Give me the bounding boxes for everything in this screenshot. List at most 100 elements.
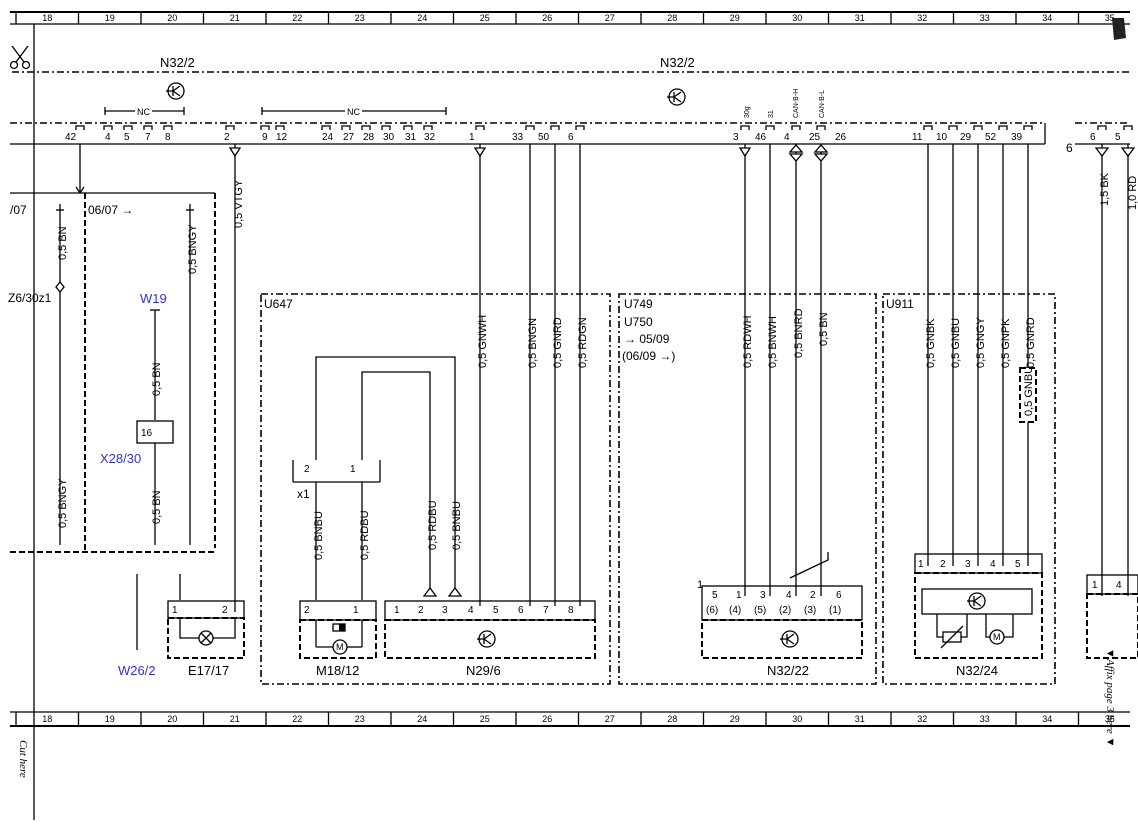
svg-text:3: 3 <box>965 559 971 570</box>
pin-contact <box>740 125 750 130</box>
svg-text:(5): (5) <box>754 605 766 616</box>
date-label: → 05/09 <box>624 332 670 346</box>
svg-text:2: 2 <box>940 559 946 570</box>
wire-label: 0,5 RDBU <box>359 510 371 560</box>
grid-column-number: 23 <box>355 714 365 724</box>
grid-column-number: 29 <box>730 714 740 724</box>
ground-label-w19: W19 <box>140 291 167 306</box>
svg-text:5: 5 <box>124 132 130 143</box>
component-label-m18-12: M18/12 <box>316 663 359 678</box>
grid-column-number: 22 <box>292 13 302 23</box>
svg-text:1: 1 <box>350 464 356 475</box>
pin-contact <box>143 125 153 130</box>
pin-contact <box>816 125 826 130</box>
pin-contact <box>1023 125 1033 130</box>
svg-text:1: 1 <box>353 605 359 616</box>
svg-text:4: 4 <box>468 605 474 616</box>
svg-text:CAN-B-L: CAN-B-L <box>819 90 826 118</box>
wire-label: 0,5 GNBU <box>950 318 962 368</box>
pin-contact <box>361 125 371 130</box>
n32-24-control-unit <box>914 572 1043 659</box>
svg-text:(4): (4) <box>729 605 741 616</box>
grid-column-number: 25 <box>480 13 490 23</box>
date-label: 06/07 → <box>88 203 133 217</box>
grid-column-number: 23 <box>355 13 365 23</box>
wire-label: 0,5 BNBU <box>313 511 325 560</box>
wire-label: 0,5 BN <box>818 312 830 346</box>
svg-text:1: 1 <box>1092 580 1098 591</box>
component-label-n29-6: N29/6 <box>466 663 501 678</box>
connector-label-x28-30: X28/30 <box>100 451 141 466</box>
component-label-e17-17: E17/17 <box>188 663 229 678</box>
wire-label: 0,5 BNBU <box>451 501 463 550</box>
svg-text:5: 5 <box>493 605 499 616</box>
grid-column-number: 27 <box>605 714 615 724</box>
svg-text:32: 32 <box>424 132 436 143</box>
svg-text:29: 29 <box>960 132 972 143</box>
date-label-left: /07 <box>10 203 27 217</box>
pin-contacts <box>75 125 1133 130</box>
connector-pins: 42 4 5 7 8 2 9 12 24 27 28 30 31 32 1 33… <box>65 89 1121 155</box>
svg-text:5: 5 <box>1015 559 1021 570</box>
pin-contact <box>1123 125 1133 130</box>
svg-text:39: 39 <box>1011 132 1023 143</box>
svg-text:6: 6 <box>518 605 524 616</box>
svg-text:1: 1 <box>918 559 924 570</box>
date-label: (06/09 →) <box>622 349 675 363</box>
u911-variant-box <box>882 293 1056 685</box>
pin-contact <box>765 125 775 130</box>
svg-text:6: 6 <box>836 590 842 601</box>
svg-text:8: 8 <box>568 605 574 616</box>
scissors-icon <box>9 45 31 70</box>
svg-text:(2): (2) <box>779 605 791 616</box>
cut-here-label: Cut here <box>17 740 29 778</box>
grid-column-number: 34 <box>1042 13 1052 23</box>
grid-column-number: 33 <box>980 13 990 23</box>
wire-label: 0,5 GNPK <box>1000 318 1012 368</box>
svg-text:10: 10 <box>936 132 948 143</box>
wire-label: 0,5 BN <box>151 362 163 396</box>
svg-text:2: 2 <box>304 464 310 475</box>
variant-label-u647: U647 <box>264 297 293 311</box>
grid-column-number: 21 <box>230 13 240 23</box>
svg-text:(1): (1) <box>829 605 841 616</box>
wire-label: 0,5 GNBU <box>1023 366 1035 416</box>
component-label-n32-24: N32/24 <box>956 663 998 678</box>
svg-text:2: 2 <box>810 590 816 601</box>
pin-contact <box>998 125 1008 130</box>
pin-contact <box>341 125 351 130</box>
grid-column-number: 20 <box>167 13 177 23</box>
grid-column-number: 28 <box>667 714 677 724</box>
grid-column-number: 34 <box>1042 714 1052 724</box>
ref-number: 1 <box>697 579 703 591</box>
grid-column-number: 25 <box>480 714 490 724</box>
wire-label: 1,0 RD <box>1127 176 1138 210</box>
svg-text:2: 2 <box>224 132 230 143</box>
svg-text:(3): (3) <box>804 605 816 616</box>
svg-text:30: 30 <box>383 132 395 143</box>
svg-text:30g: 30g <box>744 106 751 118</box>
grid-column-number: 30 <box>792 714 802 724</box>
grid-column-number: 26 <box>542 714 552 724</box>
pin-contact <box>260 125 270 130</box>
svg-text:4: 4 <box>784 132 790 143</box>
wire-label: 0,5 BNRD <box>793 308 805 358</box>
svg-text:7: 7 <box>543 605 549 616</box>
n32-2-label-left: N32/2 <box>160 55 195 70</box>
wire-label: 0,5 RDBU <box>427 500 439 550</box>
svg-text:28: 28 <box>363 132 375 143</box>
svg-text:24: 24 <box>322 132 334 143</box>
svg-text:1: 1 <box>736 590 742 601</box>
variant-label-u749: U749 <box>624 297 653 311</box>
wire-label: 0,5 GNRD <box>552 317 564 368</box>
svg-text:26: 26 <box>835 132 847 143</box>
svg-text:1: 1 <box>172 605 178 616</box>
svg-text:M: M <box>993 632 1001 642</box>
svg-text:M: M <box>336 642 344 652</box>
svg-text:4: 4 <box>105 132 111 143</box>
svg-text:4: 4 <box>786 590 792 601</box>
pin-contact <box>575 125 585 130</box>
pin-contact <box>791 125 801 130</box>
svg-text:CAN-B-H: CAN-B-H <box>793 89 800 118</box>
